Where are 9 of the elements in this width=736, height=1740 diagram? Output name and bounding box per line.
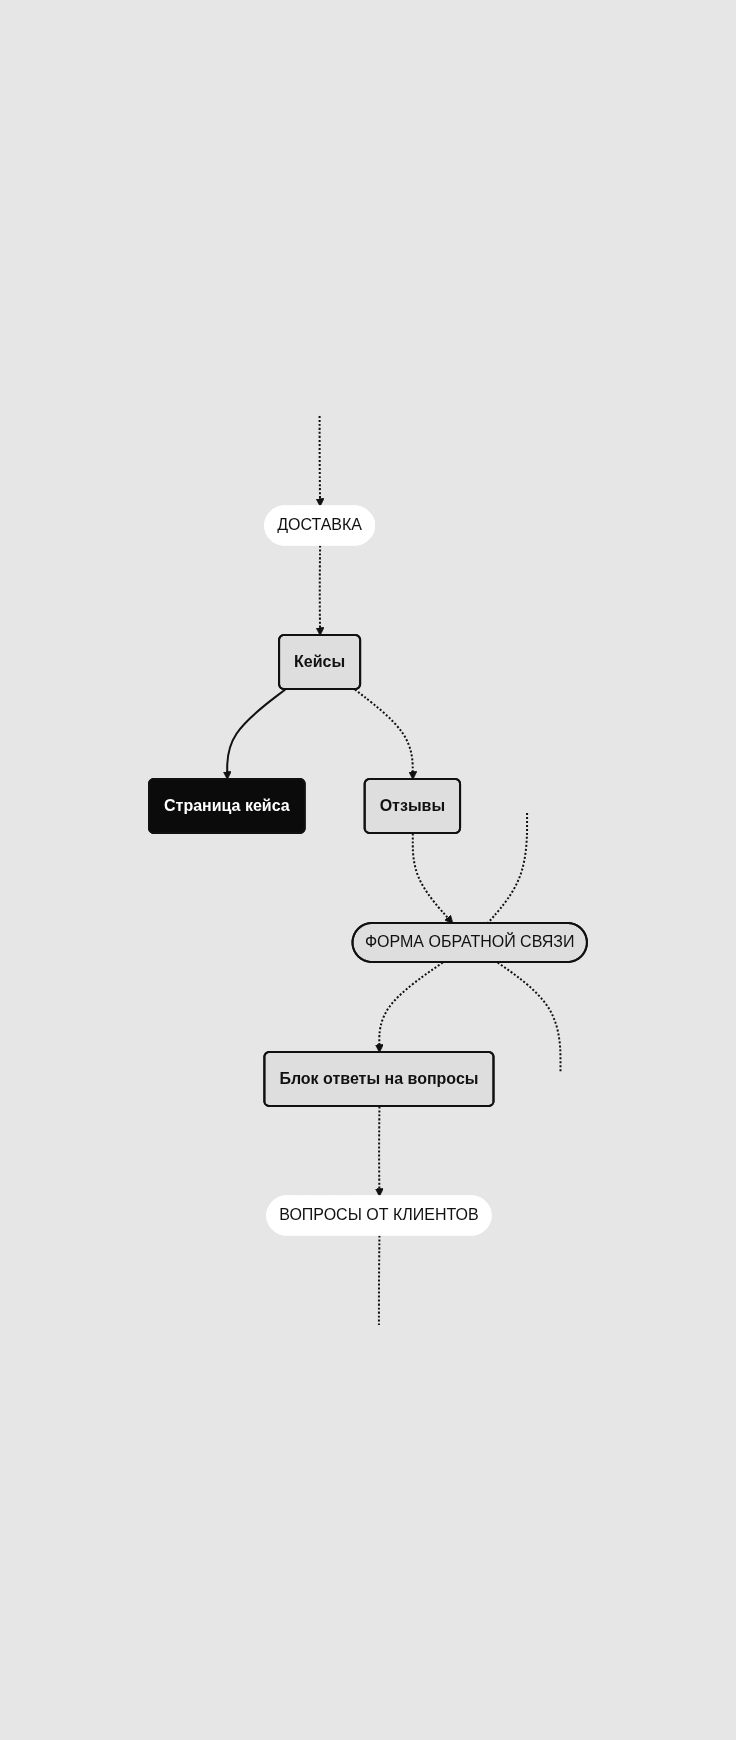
- arrow: [315, 414, 325, 507]
- arrow: [353, 688, 418, 780]
- arrow: [375, 1105, 384, 1197]
- arrow: [222, 688, 287, 780]
- connector: [496, 961, 562, 1073]
- arrow: [375, 961, 444, 1053]
- arrow: [315, 544, 325, 636]
- arrow: [411, 832, 454, 924]
- connector: [378, 1234, 381, 1326]
